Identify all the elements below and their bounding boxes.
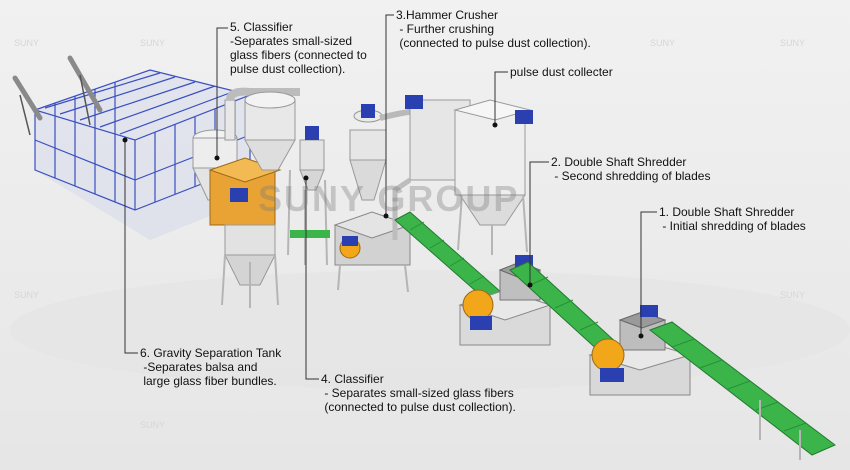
watermark-small: SUNY [780, 290, 806, 300]
watermark-small: SUNY [780, 38, 806, 48]
label-shredder-2: 2. Double Shaft Shredder - Second shredd… [551, 155, 710, 183]
label-line: - Further crushing [396, 22, 495, 36]
label-line: pulse dust collection). [230, 62, 346, 76]
label-line: large glass fiber bundles. [140, 374, 277, 388]
leader-lines [124, 14, 657, 380]
label-title: 2. Double Shaft Shredder [551, 155, 687, 169]
label-shredder-1: 1. Double Shaft Shredder - Initial shred… [659, 205, 806, 233]
watermark-brand: SUNY GROUP [258, 178, 520, 219]
gravity-tank-hopper [208, 157, 282, 308]
label-line: - Second shredding of blades [551, 169, 711, 183]
label-gravity-separation-tank: 6. Gravity Separation Tank -Separates ba… [140, 346, 281, 388]
label-hammer-crusher: 3.Hammer Crusher - Further crushing (con… [396, 8, 591, 50]
label-classifier-4: 4. Classifier - Separates small-sized gl… [321, 372, 516, 414]
pulse-dust-collector [392, 95, 533, 255]
label-line: (connected to pulse dust collection). [321, 400, 516, 414]
hammer-crusher-unit [333, 104, 432, 293]
watermark-small: SUNY [140, 420, 166, 430]
label-pulse-dust-collector: pulse dust collecter [510, 65, 613, 79]
label-title: 5. Classifier [230, 20, 293, 34]
label-line: glass fibers (connected to [230, 48, 367, 62]
watermark-small: SUNY [650, 38, 676, 48]
double-shaft-shredder-1 [588, 305, 692, 396]
label-line: - Separates small-sized glass fibers [321, 386, 514, 400]
label-title: 6. Gravity Separation Tank [140, 346, 282, 360]
classifier-4-unit [244, 91, 330, 266]
label-title: 4. Classifier [321, 372, 384, 386]
conveyor-1 [648, 321, 836, 460]
watermark-small: SUNY [14, 38, 40, 48]
label-title: 1. Double Shaft Shredder [659, 205, 795, 219]
label-classifier-5: 5. Classifier -Separates small-sized gla… [230, 20, 367, 76]
watermark-small: SUNY [14, 290, 40, 300]
label-line: (connected to pulse dust collection). [396, 36, 591, 50]
watermark-small: SUNY [140, 38, 166, 48]
label-line: -Separates balsa and [140, 360, 258, 374]
label-line: -Separates small-sized [230, 34, 353, 48]
label-line: - Initial shredding of blades [659, 219, 806, 233]
label-title: pulse dust collecter [510, 65, 613, 79]
label-title: 3.Hammer Crusher [396, 8, 499, 22]
